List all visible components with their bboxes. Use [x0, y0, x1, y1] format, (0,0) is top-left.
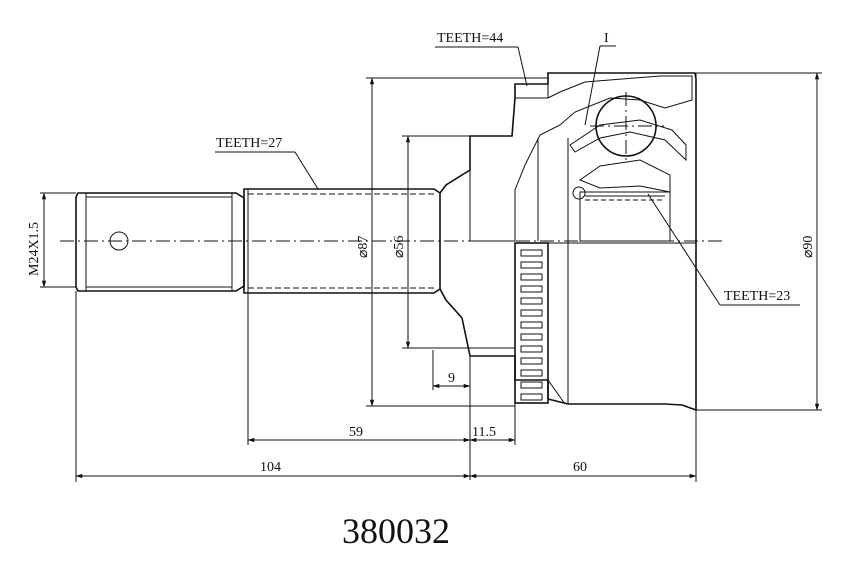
- teeth-27-label: TEETH=27: [216, 136, 282, 151]
- threaded-stub: [75, 192, 245, 292]
- teeth-44-label: TEETH=44: [437, 31, 503, 46]
- abs-tooth: [520, 261, 543, 269]
- teeth-23-label: TEETH=23: [724, 289, 790, 304]
- abs-tooth: [520, 273, 543, 281]
- thread-dimension: M24X1.5: [27, 222, 42, 276]
- dia-87-dimension: ⌀87: [356, 236, 371, 258]
- abs-tooth: [520, 357, 543, 365]
- abs-tooth: [520, 309, 543, 317]
- leaders: [215, 45, 800, 306]
- abs-tooth: [520, 393, 543, 401]
- detail-mark-label: I: [604, 31, 609, 46]
- abs-tooth: [520, 297, 543, 305]
- dimension-lines: [40, 72, 822, 482]
- abs-tooth: [520, 321, 543, 329]
- abs-tooth: [520, 381, 543, 389]
- part-number: 380032: [342, 511, 450, 551]
- abs-tooth: [520, 249, 543, 257]
- ball: [590, 92, 664, 162]
- dia-56-dimension: ⌀56: [392, 236, 407, 258]
- dim-60: 60: [573, 460, 587, 475]
- dim-9: 9: [448, 371, 455, 386]
- dim-11-5: 11.5: [472, 425, 496, 440]
- dim-59: 59: [349, 425, 363, 440]
- inner-race: [569, 119, 687, 242]
- abs-tooth: [520, 285, 543, 293]
- abs-ring: [514, 242, 549, 404]
- dia-90-dimension: ⌀90: [801, 236, 816, 258]
- abs-tooth: [520, 345, 543, 353]
- dim-104: 104: [260, 460, 281, 475]
- abs-tooth: [520, 369, 543, 377]
- abs-tooth: [520, 333, 543, 341]
